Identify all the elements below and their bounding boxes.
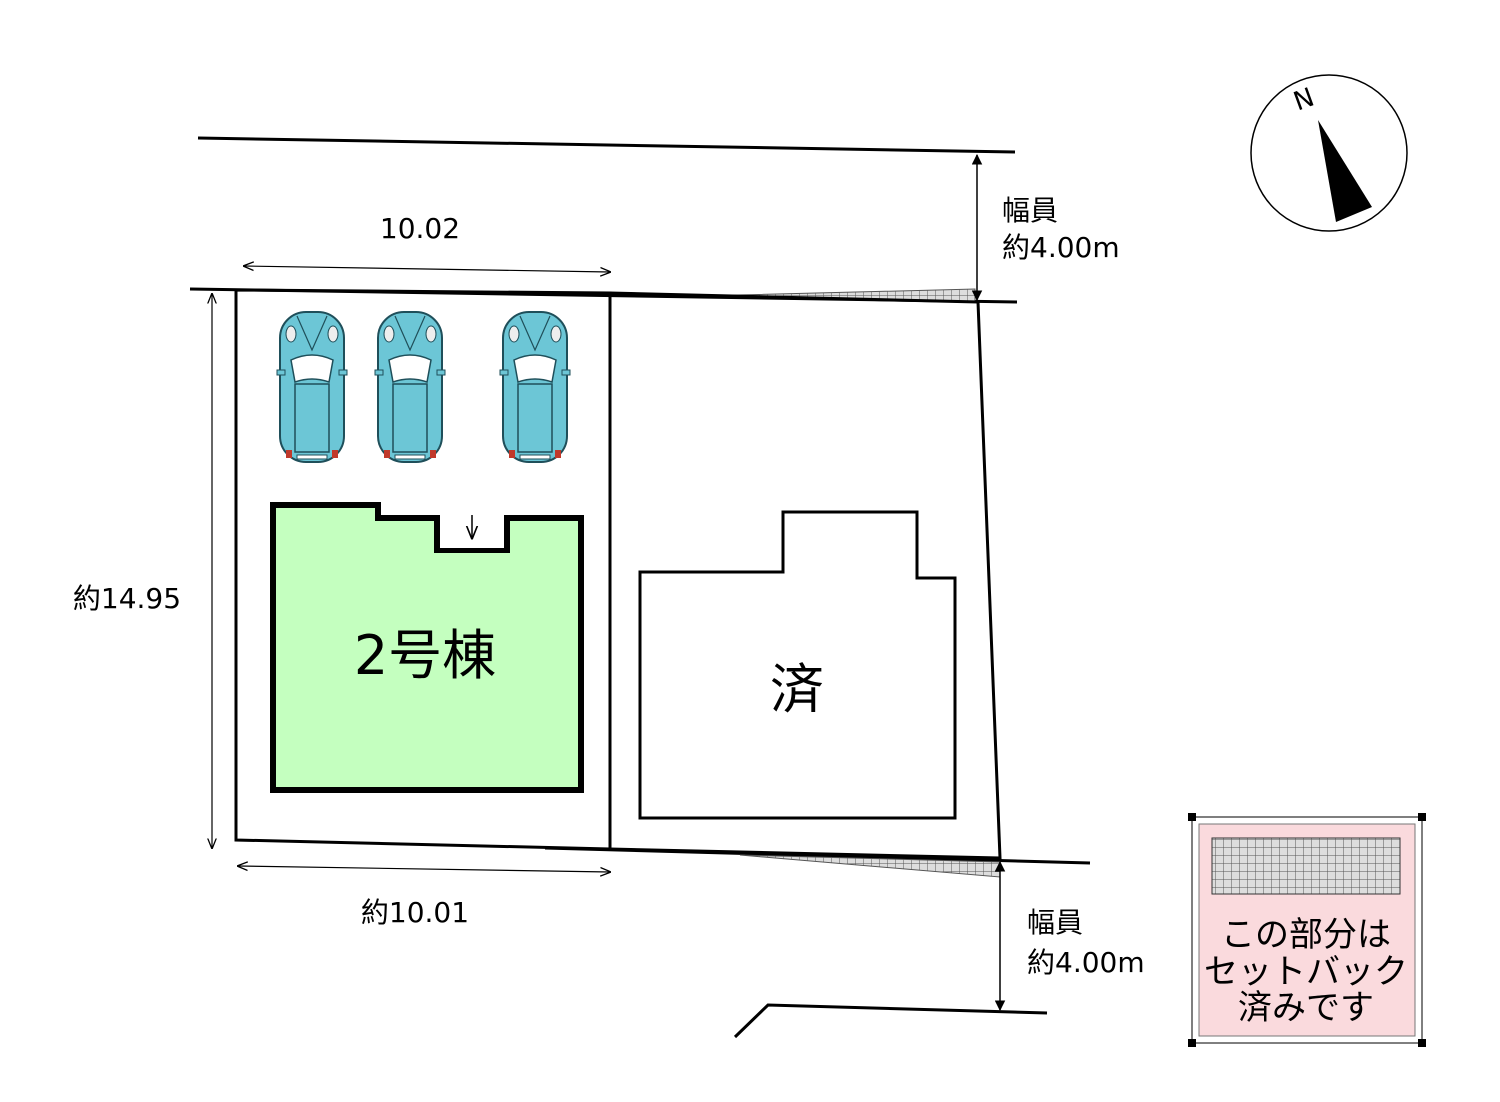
car-icon xyxy=(499,311,571,463)
dimension-depth: 約14.95 xyxy=(73,582,181,615)
dimension-bottom: 約10.01 xyxy=(361,896,469,929)
building-sold xyxy=(638,510,957,820)
road-north-label1: 幅員 xyxy=(1002,194,1058,227)
road-north-label2: 約4.00m xyxy=(1002,231,1120,264)
building-2 xyxy=(270,502,584,793)
road-south-label1: 幅員 xyxy=(1027,906,1083,939)
legend-line2: セットバック xyxy=(1204,952,1408,992)
dimension-top-arrow xyxy=(244,266,610,272)
lot-sold xyxy=(609,291,1002,860)
legend-hatch-swatch xyxy=(1211,837,1401,895)
setback-legend: この部分は セットバック 済みです xyxy=(1188,813,1426,1047)
dimension-bottom-arrow xyxy=(238,866,610,872)
dimension-top: 10.02 xyxy=(380,212,460,245)
road-north-edge xyxy=(197,136,1016,154)
building-sold-label: 済 xyxy=(770,658,824,721)
road-south-edge xyxy=(733,1003,1048,1039)
building-2-label: 2号棟 xyxy=(354,624,496,687)
compass-icon: N xyxy=(1250,74,1408,232)
car-icon xyxy=(276,311,348,463)
legend-line1: この部分は xyxy=(1221,915,1391,955)
car-icon xyxy=(374,311,446,463)
road-south-label2: 約4.00m xyxy=(1027,946,1145,979)
legend-line3: 済みです xyxy=(1238,988,1374,1028)
